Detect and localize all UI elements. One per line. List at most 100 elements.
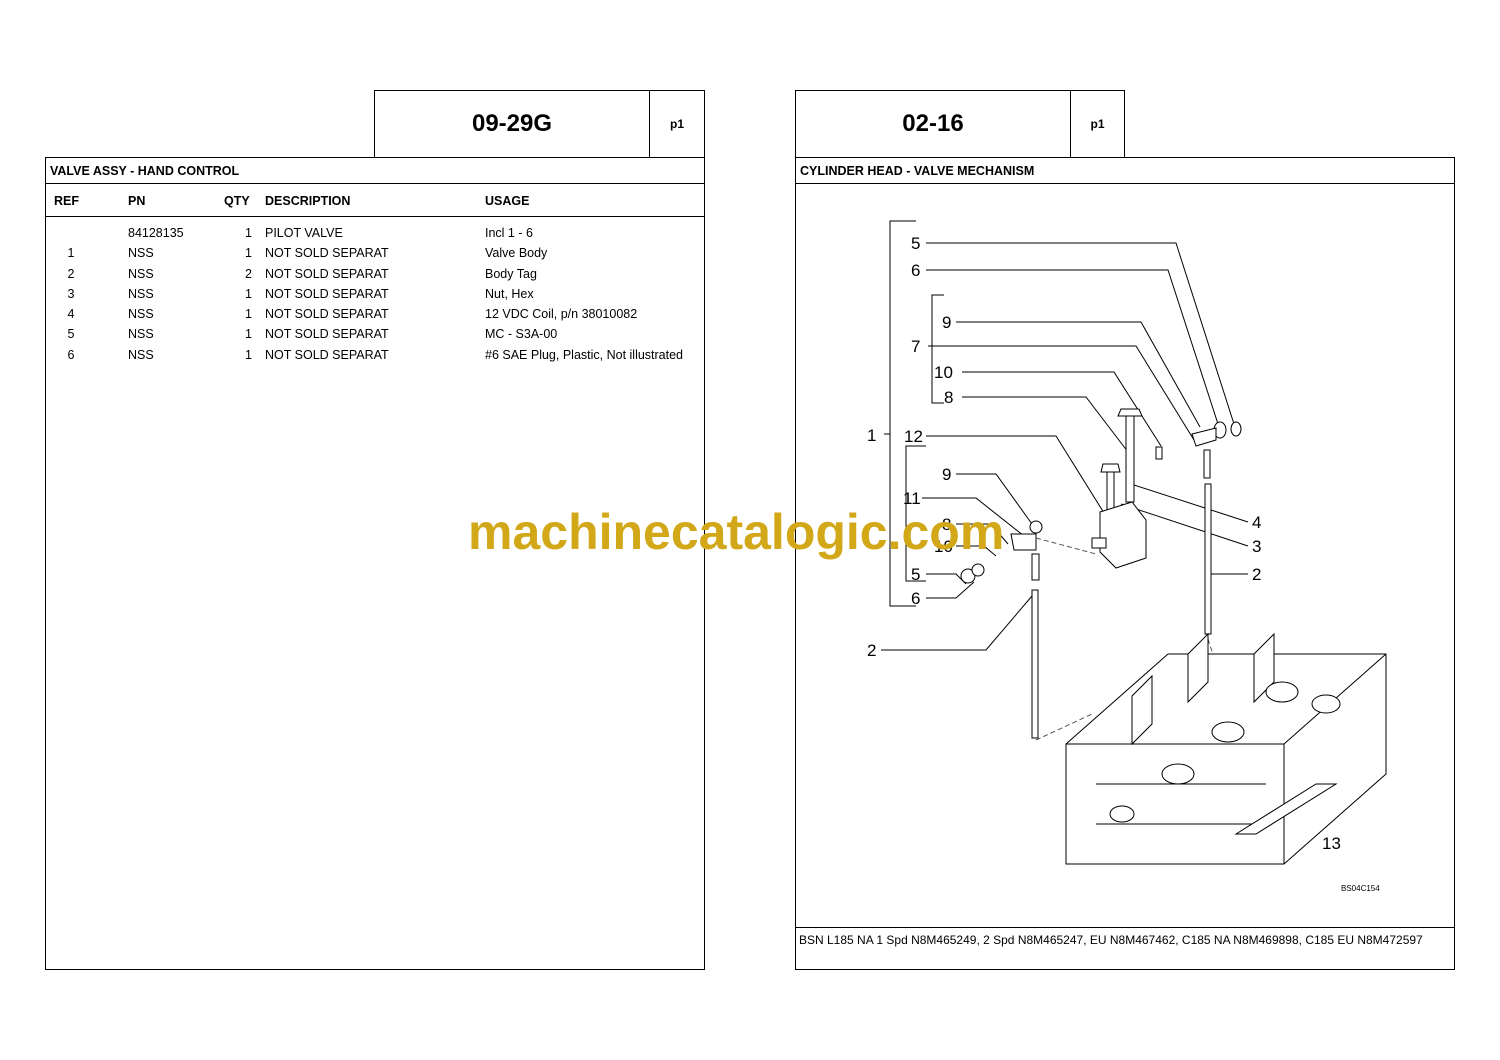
table-row: 5 NSS 1 NOT SOLD SEPARAT MC - S3A-00 (46, 324, 704, 344)
bolt-short (1106, 468, 1115, 515)
callout-5-upper: 5 (911, 234, 920, 253)
callout-8-lower: 8 (942, 515, 951, 534)
callout-2-right: 2 (1252, 565, 1261, 584)
row-ref: 5 (67, 327, 75, 342)
row-description: NOT SOLD SEPARAT (265, 266, 389, 281)
row-pn: NSS (128, 266, 154, 281)
bolt-short-head (1100, 463, 1121, 473)
rocker-upper (1191, 427, 1217, 447)
row-qty: 1 (245, 307, 252, 322)
table-row: 3 NSS 1 NOT SOLD SEPARAT Nut, Hex (46, 284, 704, 304)
left-section-code: 09-29G (374, 90, 650, 158)
parts-table-body: 84128135 1 PILOT VALVE Incl 1 - 6 1 NSS … (46, 217, 704, 365)
table-row: 2 NSS 2 NOT SOLD SEPARAT Body Tag (46, 264, 704, 284)
row-qty: 2 (245, 266, 252, 281)
right-diagram-panel: CYLINDER HEAD - VALVE MECHANISM (795, 157, 1455, 970)
bolt-long (1125, 411, 1135, 503)
callout-6-upper: 6 (911, 261, 920, 280)
seal-lower-a (960, 568, 976, 584)
o-ring-upper (1230, 421, 1242, 437)
bracket-upper (931, 294, 944, 404)
header-description: DESCRIPTION (265, 194, 351, 208)
left-page-number-text: p1 (669, 117, 684, 131)
small-screw (1155, 446, 1163, 460)
left-panel-title: VALVE ASSY - HAND CONTROL (46, 158, 704, 184)
bracket-lower (905, 445, 926, 582)
callout-12: 12 (904, 427, 923, 446)
row-description: NOT SOLD SEPARAT (265, 246, 389, 261)
table-row: 4 NSS 1 NOT SOLD SEPARAT 12 VDC Coil, p/… (46, 304, 704, 324)
row-pn: NSS (128, 327, 154, 342)
right-page-number-text: p1 (1090, 117, 1105, 131)
row-qty: 1 (245, 327, 252, 342)
seal-lower-b (971, 563, 985, 577)
cylinder-head (1065, 653, 1387, 865)
exploded-diagram-svg: 5 6 9 7 10 8 1 12 9 11 8 10 5 6 2 4 3 2 … (867, 220, 1387, 865)
callout-10-upper: 10 (934, 363, 953, 382)
callout-11: 11 (903, 489, 921, 508)
row-usage: MC - S3A-00 (485, 327, 558, 342)
bracket-boss (1091, 537, 1107, 549)
callout-13: 13 (1322, 834, 1341, 853)
screw-lower (1031, 553, 1040, 581)
parts-table-header: REF PN QTY DESCRIPTION USAGE (46, 184, 704, 217)
row-pn: 84128135 (128, 226, 184, 240)
table-row: 84128135 1 PILOT VALVE Incl 1 - 6 (46, 223, 704, 243)
pushrod-left (1031, 589, 1039, 739)
row-usage: Valve Body (485, 246, 548, 261)
right-page-number: p1 (1070, 90, 1125, 158)
callout-5-lower: 5 (911, 565, 920, 584)
callout-2-left: 2 (867, 641, 876, 660)
table-row: 1 NSS 1 NOT SOLD SEPARAT Valve Body (46, 243, 704, 263)
left-parts-panel: VALVE ASSY - HAND CONTROL REF PN QTY DES… (45, 157, 705, 970)
row-usage: Nut, Hex (485, 286, 534, 301)
row-pn: NSS (128, 347, 154, 362)
right-section-code-text: 02-16 (902, 110, 964, 137)
row-qty: 1 (245, 226, 252, 240)
callout-7: 7 (911, 337, 920, 356)
exploded-diagram: 5 6 9 7 10 8 1 12 9 11 8 10 5 6 2 4 3 2 … (796, 184, 1454, 928)
watermark: machinecatalogic.com (468, 504, 1005, 560)
o-ring-lower (1029, 520, 1043, 534)
callout-3: 3 (1252, 537, 1261, 556)
row-description: PILOT VALVE (265, 226, 343, 240)
callout-10-lower: 10 (934, 537, 953, 556)
row-description: NOT SOLD SEPARAT (265, 307, 389, 322)
rocker-lower (1010, 533, 1037, 551)
right-panel-title: CYLINDER HEAD - VALVE MECHANISM (796, 158, 1454, 184)
row-ref: 3 (67, 286, 75, 301)
left-section-code-text: 09-29G (471, 110, 553, 137)
serial-applicability: BSN L185 NA 1 Spd N8M465249, 2 Spd N8M46… (796, 927, 1454, 969)
header-usage: USAGE (485, 194, 530, 208)
bracket-1 (889, 220, 916, 607)
header-pn: PN (128, 194, 146, 208)
row-usage: #6 SAE Plug, Plastic, Not illustrated (485, 347, 684, 362)
row-usage: Body Tag (485, 266, 537, 281)
row-description: NOT SOLD SEPARAT (265, 327, 389, 342)
screw-upper (1203, 449, 1211, 479)
right-section-code: 02-16 (795, 90, 1071, 158)
row-qty: 1 (245, 347, 252, 362)
callout-9-upper: 9 (942, 313, 951, 332)
table-row: 6 NSS 1 NOT SOLD SEPARAT #6 SAE Plug, Pl… (46, 345, 704, 365)
row-ref: 4 (67, 307, 75, 322)
callout-1: 1 (867, 426, 876, 445)
left-page-number: p1 (649, 90, 705, 158)
rocker-bracket (1099, 501, 1147, 569)
row-usage: 12 VDC Coil, p/n 38010082 (485, 307, 638, 322)
row-pn: NSS (128, 307, 154, 322)
bolt-long-head (1117, 408, 1143, 417)
callout-9-lower: 9 (942, 465, 951, 484)
row-qty: 1 (245, 246, 252, 261)
row-pn: NSS (128, 246, 154, 261)
callout-4: 4 (1252, 513, 1261, 532)
callout-6-lower: 6 (911, 589, 920, 608)
row-usage: Incl 1 - 6 (485, 226, 533, 240)
row-ref: 1 (67, 246, 75, 261)
pushrod-right (1204, 483, 1212, 635)
row-description: NOT SOLD SEPARAT (265, 347, 389, 362)
callout-8-upper: 8 (944, 388, 953, 407)
header-ref: REF (54, 194, 79, 208)
row-pn: NSS (128, 286, 154, 301)
row-qty: 1 (245, 286, 252, 301)
